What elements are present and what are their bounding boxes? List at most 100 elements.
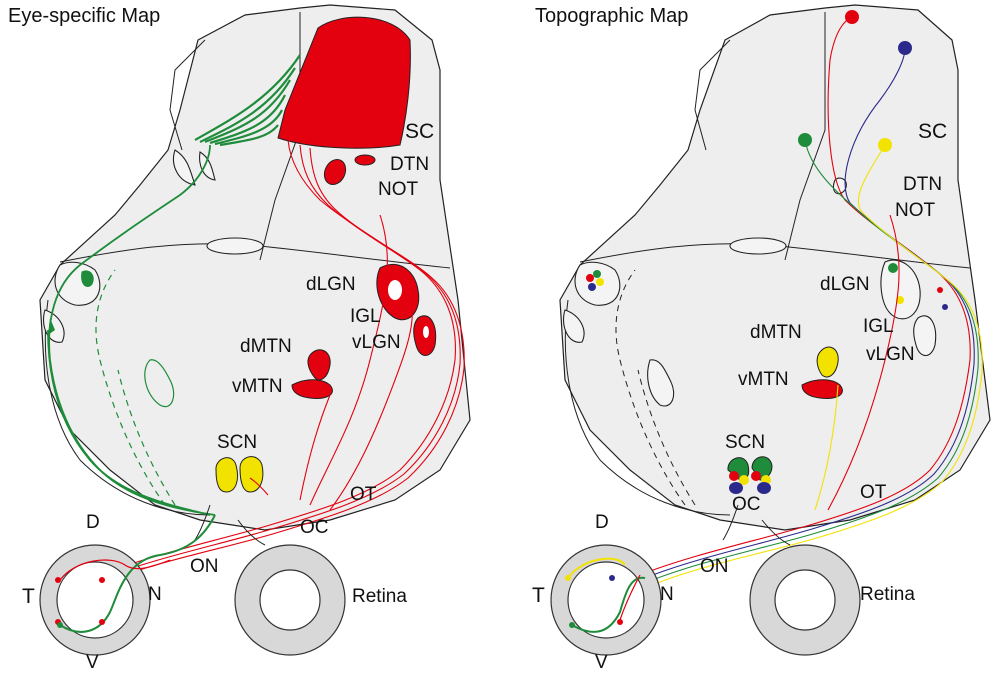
brain-outline-right (559, 4, 991, 531)
contra-cluster-green (593, 270, 601, 278)
label-vmtn-left: vMTN (232, 376, 283, 397)
brain-inner-contour-r (694, 39, 731, 151)
cortex-lower-contour (44, 299, 211, 516)
label-scn-left: SCN (217, 432, 257, 453)
green-ipsi-tracts (47, 144, 216, 516)
label-v-left: V (86, 652, 99, 673)
red-rgc-dot-1 (55, 577, 61, 583)
yellow-rgc-dot (565, 575, 571, 581)
dmtn-yellow (816, 346, 839, 378)
green-dashed-tracts (95, 269, 176, 506)
dlgn-ipsi-patch (388, 280, 402, 300)
blue-rgc-dot (609, 575, 615, 581)
vmtn-red-right (801, 379, 843, 399)
label-sc-right: SC (918, 120, 947, 143)
topographic-tracts (639, 16, 983, 585)
label-oc-right: OC (732, 494, 761, 515)
optic-nerve-connector-r2 (761, 519, 791, 546)
dlgn-dot-red (937, 287, 943, 293)
retina-left-lens (56, 561, 134, 639)
label-not-left: NOT (378, 179, 419, 200)
commissure-right (729, 237, 787, 255)
igl-white (423, 326, 429, 338)
label-vmtn-right: vMTN (738, 369, 789, 390)
superior-colliculus-red (277, 16, 411, 149)
contra-cluster-red (586, 274, 594, 282)
red-contra-tracts (99, 139, 465, 582)
scn-right-yellow (239, 456, 264, 493)
dlgn-outline-right (880, 259, 921, 320)
optic-nerve-connector-1 (194, 504, 211, 541)
eye-specific-map-panel: Eye-specific Map (8, 4, 471, 673)
dmtn-red (307, 349, 331, 381)
label-on-left: ON (190, 556, 219, 577)
green-rgc-dot-r (569, 622, 575, 628)
contra-cluster-yellow (596, 278, 604, 286)
red-retina-axon-1 (59, 559, 171, 581)
label-n-left: N (148, 584, 162, 605)
brain-inner-contour (169, 39, 206, 151)
label-retina-right: Retina (860, 584, 915, 605)
label-on-right: ON (700, 556, 729, 577)
panel-title-left: Eye-specific Map (8, 5, 160, 27)
label-oc-left: OC (300, 517, 329, 538)
label-retina-left: Retina (352, 586, 407, 607)
label-igl-right: IGL (863, 316, 894, 337)
label-dlgn-right: dLGN (820, 274, 870, 295)
label-n-right: N (660, 584, 674, 605)
optic-nerve-connector-r1 (722, 504, 739, 541)
green-retina-axon-r (571, 576, 646, 633)
label-dmtn-right: dMTN (750, 322, 802, 343)
label-dmtn-left: dMTN (240, 336, 292, 357)
green-rgc-dot (57, 622, 63, 628)
vlgn-right-contra (563, 309, 585, 343)
label-scn-right: SCN (725, 432, 765, 453)
dlgn-dot-green (888, 263, 898, 273)
red-rgc-dot-3 (99, 619, 105, 625)
sc-left-contra-region (173, 149, 196, 186)
topographic-map-panel: Topographic Map (532, 4, 991, 673)
label-v-right: V (595, 652, 608, 673)
red-rgc-dot-r (617, 619, 623, 625)
midline-left (259, 12, 301, 261)
green-retina-axon (59, 514, 216, 633)
green-dlgn-patch (81, 270, 94, 287)
contra-cluster-blue (588, 283, 596, 291)
retina-right-lens (259, 569, 321, 631)
label-d-left: D (86, 512, 100, 533)
dtn-nucleus-red (354, 154, 376, 166)
commissure-left (206, 237, 264, 255)
dlgn-dot-yellow (896, 296, 904, 304)
label-vlgn-right: vLGN (866, 344, 915, 365)
label-dtn-right: DTN (903, 174, 942, 195)
label-ot-left: OT (350, 484, 377, 505)
retina-left-lens-r (567, 561, 645, 639)
label-t-left: T (22, 585, 35, 608)
label-dlgn-left: dLGN (306, 274, 356, 295)
vlgn-outline-right (913, 315, 937, 357)
not-nucleus-red (323, 158, 347, 186)
mtn-outline-right (647, 359, 675, 407)
dlgn-dot-blue (942, 304, 948, 310)
label-not-right: NOT (895, 200, 936, 221)
scn-left-yellow (215, 457, 239, 493)
label-vlgn-left: vLGN (352, 332, 401, 353)
label-sc-left: SC (405, 120, 434, 143)
green-sc-fan (194, 54, 301, 147)
red-retina-axon-r (619, 574, 641, 621)
panel-title-right: Topographic Map (535, 5, 688, 27)
optic-nerve-connector-2 (237, 519, 266, 546)
label-ot-right: OT (860, 482, 887, 503)
vmtn-red (291, 379, 333, 399)
retina-right-lens-r (774, 569, 836, 631)
label-t-right: T (532, 584, 545, 607)
label-d-right: D (595, 512, 609, 533)
green-mtn-outline (144, 359, 175, 408)
label-dtn-left: DTN (390, 154, 429, 175)
dashed-tracts-right (615, 269, 696, 506)
scn-mosaic (727, 456, 773, 494)
red-rgc-dot-2 (99, 577, 105, 583)
midline-right (784, 12, 826, 261)
yellow-retina-axon (567, 557, 626, 579)
